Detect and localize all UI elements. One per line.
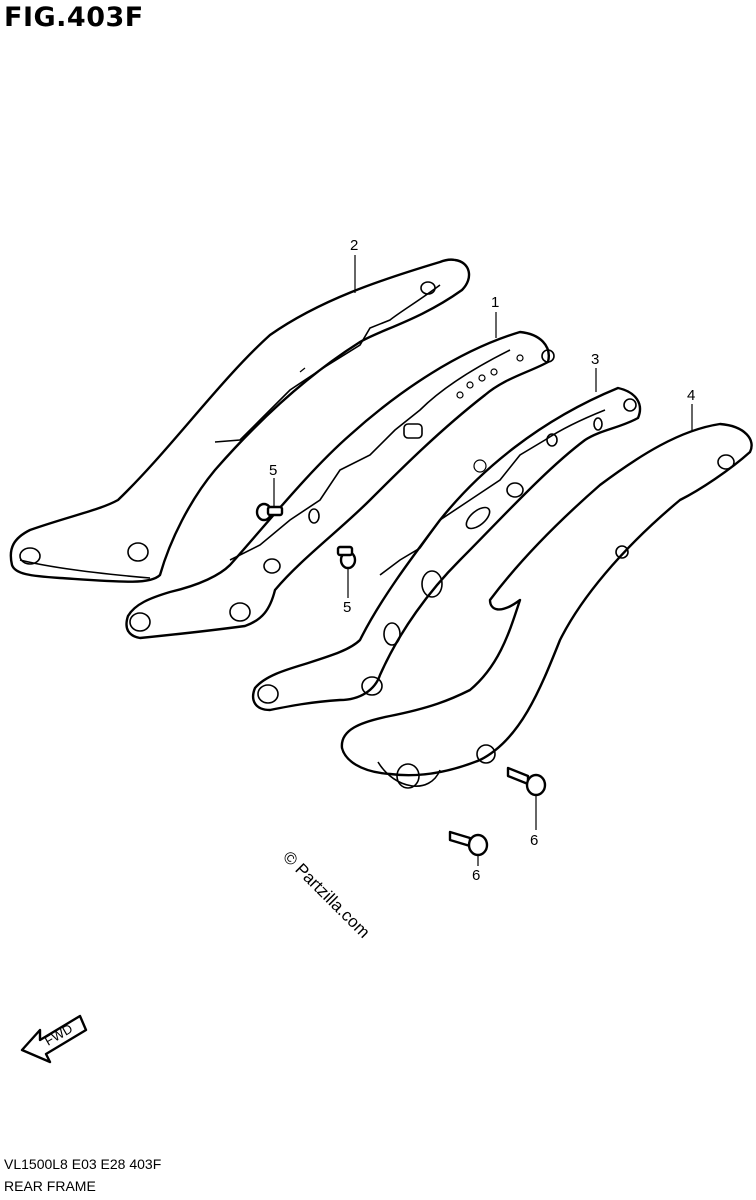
model-code: VL1500L8 E03 E28 403F	[4, 1156, 162, 1172]
watermark: © Partzilla.com	[279, 847, 373, 941]
callout-5-lower: 5	[343, 599, 351, 616]
callout-1: 1	[491, 294, 499, 311]
callout-3: 3	[591, 351, 599, 368]
part-4-rear-frame-plate[interactable]	[340, 422, 753, 789]
callout-2: 2	[350, 237, 358, 254]
bolt-5-upper[interactable]	[255, 502, 284, 522]
bolt-5-lower[interactable]	[336, 545, 357, 570]
part-3-rear-frame-bracket[interactable]	[251, 386, 642, 712]
callout-5-upper: 5	[269, 462, 277, 479]
bolt-6-right[interactable]	[506, 766, 547, 797]
leader-lines	[273, 255, 693, 866]
part-1-rear-frame-bracket[interactable]	[125, 330, 555, 640]
callout-4: 4	[687, 387, 695, 404]
callout-6-right: 6	[530, 832, 538, 849]
fwd-arrow-icon: FWD	[20, 1014, 88, 1064]
part-2-rear-frame[interactable]	[9, 258, 471, 583]
figure-title: FIG.403F	[4, 2, 144, 33]
bolt-6-left[interactable]	[448, 830, 489, 857]
figure-name: REAR FRAME	[4, 1178, 96, 1194]
callout-6-left: 6	[472, 867, 480, 884]
